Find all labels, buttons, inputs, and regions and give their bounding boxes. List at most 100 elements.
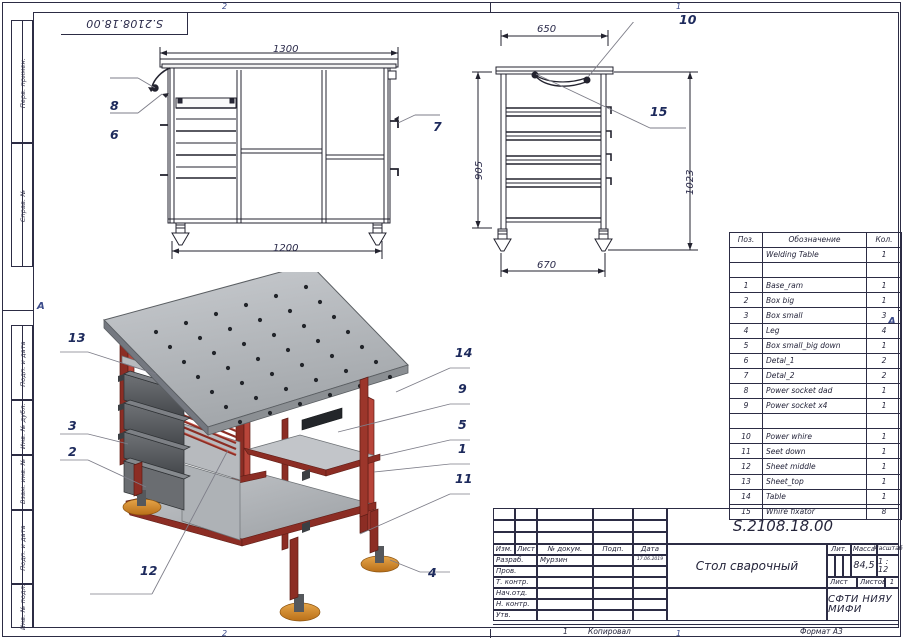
- side-dim-650: 650: [537, 24, 557, 35]
- tb-part-name: Стол сварочный: [667, 544, 827, 588]
- front-dim-1300: 1300: [273, 44, 299, 55]
- rev-cell-r1c0: [493, 520, 515, 532]
- parts-row-pos: 7: [729, 367, 763, 384]
- title-block: Изм. Лист № докум. Подп. Дата Разраб. Му…: [493, 508, 903, 628]
- tb-sign-5: [593, 610, 633, 621]
- parts-row-qty: 1: [866, 428, 902, 445]
- tb-date-1: [633, 566, 667, 577]
- tb-role-4: Н. контр.: [493, 599, 537, 610]
- parts-row-qty: 1: [866, 488, 902, 505]
- tb-date-4: [633, 599, 667, 610]
- iso-callout-13: 13: [68, 330, 86, 345]
- tb-role-3: Нач.отд.: [493, 588, 537, 599]
- zone-divider-top: [490, 2, 491, 13]
- tb-sign-3: [593, 588, 633, 599]
- rev-cell-r0c3: [593, 508, 633, 520]
- iso-callout-14: 14: [455, 345, 473, 360]
- tb-name-4: [537, 599, 593, 610]
- tb-date-3: [633, 588, 667, 599]
- margin-label-1: Справ. №: [19, 189, 27, 223]
- isometric-view-drawing: [60, 272, 470, 622]
- tb-sign-0: [593, 555, 633, 566]
- tb-sign-1: [593, 566, 633, 577]
- tb-scale-label: Масштаб: [873, 544, 903, 555]
- parts-row-pos: 11: [729, 443, 763, 460]
- parts-row-qty: 1: [866, 382, 902, 400]
- iso-callout-4: 4: [428, 565, 437, 580]
- rev-cell-r1c1: [515, 520, 537, 532]
- iso-callout-11: 11: [455, 471, 473, 486]
- parts-row-pos: [729, 262, 763, 279]
- parts-row-pos: 9: [729, 398, 763, 415]
- rev-cell-r0c1: [515, 508, 537, 520]
- tb-sign-2: [593, 577, 633, 588]
- parts-row-pos: 4: [729, 322, 763, 339]
- side-view-drawing: [472, 22, 698, 277]
- parts-row-qty: 1: [866, 398, 902, 415]
- parts-row-pos: [729, 413, 763, 430]
- front-callout-7: 7: [433, 119, 442, 134]
- parts-row-qty: [866, 413, 902, 430]
- tb-head-data: Дата: [633, 544, 667, 555]
- parts-row-qty: 1: [866, 247, 902, 264]
- tb-name-extra: [667, 588, 827, 621]
- tb-name-1: [537, 566, 593, 577]
- parts-header-designation: Обозначение: [762, 231, 867, 249]
- tb-role-0: Разраб.: [493, 555, 537, 566]
- parts-row-name: Box small: [762, 307, 867, 324]
- rev-cell-r1c4: [633, 520, 667, 532]
- margin-label-3: Инв. № дубл.: [19, 403, 27, 449]
- parts-header-qty: Кол.: [866, 231, 902, 249]
- tb-mass-value: 84,5: [851, 555, 877, 577]
- tb-name-2: [537, 577, 593, 588]
- rev-cell-r2c0: [493, 532, 515, 544]
- tb-organization: СФТИ НИЯУ МИФИ: [827, 588, 899, 621]
- drawing-number-label: S.2108.18.00: [85, 17, 164, 31]
- format-label: Формат А3: [800, 627, 843, 636]
- parts-row-qty: [866, 262, 902, 279]
- parts-table-row: [729, 262, 902, 279]
- parts-row-name: Detal_1: [762, 352, 867, 369]
- tb-head-list: Лист: [515, 544, 537, 555]
- parts-row-qty: 2: [866, 352, 902, 369]
- parts-row-name: Detal_2: [762, 367, 867, 384]
- parts-row-pos: 5: [729, 337, 763, 354]
- tb-name-3: [537, 588, 593, 599]
- rev-cell-r2c2: [537, 532, 593, 544]
- parts-row-pos: 12: [729, 458, 763, 475]
- parts-row-name: Welding Table: [762, 247, 867, 264]
- tb-head-izm: Изм.: [493, 544, 515, 555]
- parts-row-qty: 8: [866, 503, 902, 520]
- parts-row-name: Power whire: [762, 428, 867, 445]
- tb-sheets-label: Листов: [857, 577, 886, 588]
- parts-row-qty: 1: [866, 292, 902, 309]
- side-callout-15: 15: [650, 104, 668, 119]
- parts-row-pos: 6: [729, 352, 763, 369]
- tb-lit-a: [827, 555, 835, 577]
- parts-row-name: [762, 262, 867, 279]
- margin-label-6: Инв. № подл.: [19, 583, 27, 630]
- rev-cell-r2c3: [593, 532, 633, 544]
- front-view-drawing: [110, 47, 440, 259]
- side-callout-10: 10: [679, 12, 697, 27]
- parts-row-pos: 14: [729, 488, 763, 505]
- rev-cell-r1c2: [537, 520, 593, 532]
- parts-row-pos: [729, 247, 763, 264]
- iso-callout-2: 2: [68, 444, 77, 459]
- parts-row-name: Power socket x4: [762, 398, 867, 415]
- parts-row-name: Box big: [762, 292, 867, 309]
- tb-role-2: Т. контр.: [493, 577, 537, 588]
- tb-role-5: Утв.: [493, 610, 537, 621]
- iso-callout-1: 1: [458, 441, 467, 456]
- margin-divider-lower: [22, 325, 23, 628]
- parts-row-name: Power socket dad: [762, 382, 867, 400]
